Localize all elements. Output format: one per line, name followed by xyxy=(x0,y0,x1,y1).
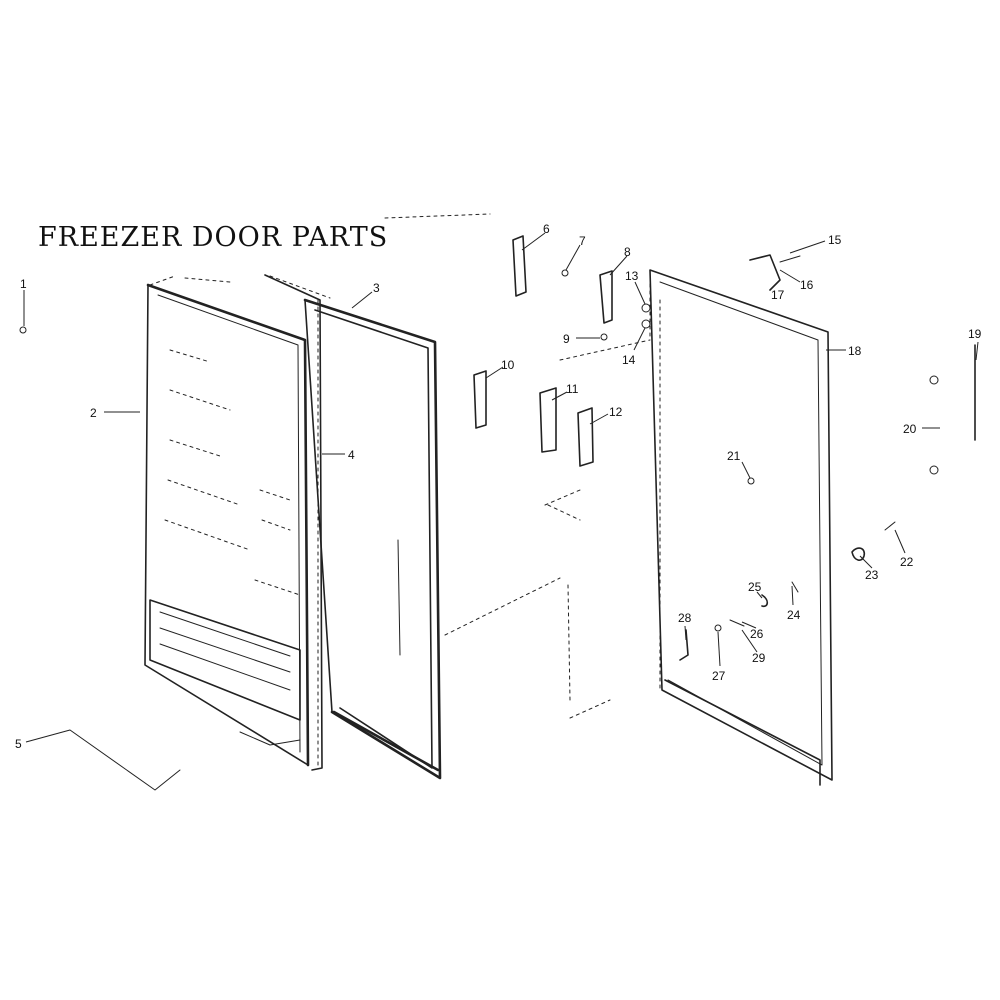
callout-1: 1 xyxy=(20,277,27,291)
callout-15: 15 xyxy=(828,233,842,247)
callout-18: 18 xyxy=(848,344,862,358)
part-2-outer-door-panel xyxy=(144,275,310,767)
callout-3: 3 xyxy=(373,281,380,295)
part-1-screw xyxy=(19,326,27,334)
callout-11: 11 xyxy=(566,382,579,396)
part-28-bracket xyxy=(679,629,689,661)
title-rule xyxy=(384,213,491,219)
part-27-screw xyxy=(714,624,722,632)
part-10-hinge-cover xyxy=(473,370,487,429)
part-3-door-gasket xyxy=(303,298,442,780)
callout-16: 16 xyxy=(800,278,814,292)
callout-22: 22 xyxy=(900,555,914,569)
callout-25: 25 xyxy=(748,580,762,594)
callout-28: 28 xyxy=(678,611,692,625)
callout-19: 19 xyxy=(968,327,982,341)
callout-20: 20 xyxy=(903,422,917,436)
callout-9: 9 xyxy=(563,332,570,346)
part-20-handle-screws xyxy=(929,375,939,475)
part-13-14-hinge-pins xyxy=(641,303,651,329)
part-6-hinge-cover xyxy=(512,235,527,297)
part-11-hinge-bracket xyxy=(539,387,557,453)
part-8-hinge-bracket xyxy=(599,270,613,324)
part-18-inner-door-frame xyxy=(444,269,833,786)
callout-13: 13 xyxy=(625,269,639,283)
part-5-bottom-trim xyxy=(69,729,181,791)
callout-2: 2 xyxy=(90,406,97,420)
callout-24: 24 xyxy=(787,608,801,622)
callout-leaders xyxy=(23,232,979,743)
diagram-title: FREEZER DOOR PARTS xyxy=(38,222,388,253)
callout-29: 29 xyxy=(752,651,766,665)
callout-4: 4 xyxy=(348,448,355,462)
part-22-23-latch-parts xyxy=(851,521,896,561)
callout-labels: 1 2 3 4 5 6 7 8 9 10 11 12 13 14 15 16 1… xyxy=(15,222,982,751)
callout-6: 6 xyxy=(543,222,550,236)
part-9-screw xyxy=(600,333,608,341)
part-15-16-17-top-hinge xyxy=(749,254,801,291)
callout-12: 12 xyxy=(609,405,623,419)
part-21-screw xyxy=(747,477,755,485)
callout-10: 10 xyxy=(501,358,515,372)
callout-26: 26 xyxy=(750,627,764,641)
part-12-hinge-plate xyxy=(577,407,594,467)
part-24-25-26-29-lower-hinge-parts xyxy=(729,581,799,627)
callout-8: 8 xyxy=(624,245,631,259)
callout-23: 23 xyxy=(865,568,879,582)
callout-17: 17 xyxy=(771,288,785,302)
callout-21: 21 xyxy=(727,449,741,463)
callout-5: 5 xyxy=(15,737,22,751)
part-7-screw xyxy=(561,269,569,277)
callout-14: 14 xyxy=(622,353,636,367)
callout-27: 27 xyxy=(712,669,726,683)
callout-7: 7 xyxy=(579,234,586,248)
